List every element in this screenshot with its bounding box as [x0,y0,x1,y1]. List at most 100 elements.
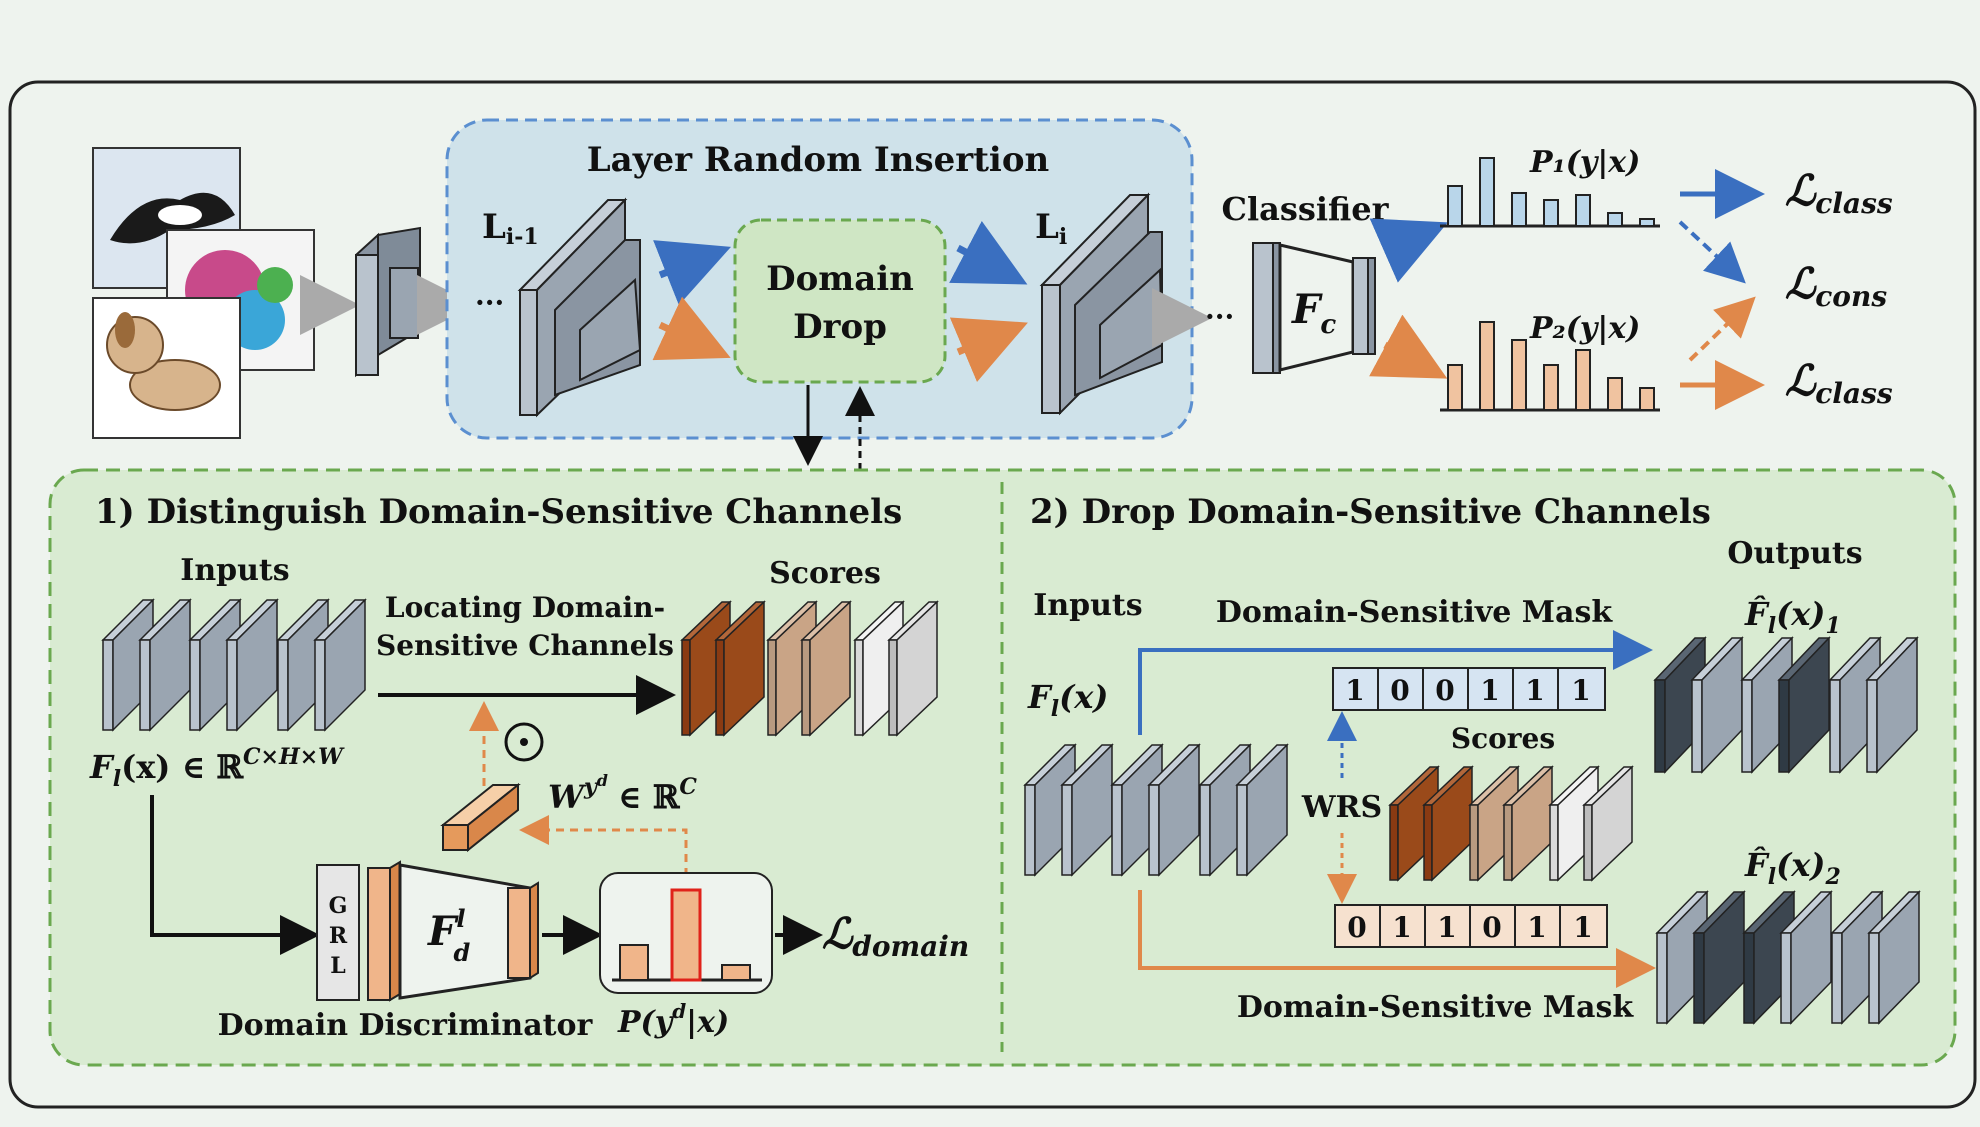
right-feature-label: Fl(x) [1027,678,1108,722]
loss-class-top: ℒclass [1785,166,1893,220]
out-channel [1831,932,1843,1024]
out-channel [1656,932,1668,1024]
p1-bar [1639,218,1655,227]
out-channel [1788,636,1830,774]
p1-histogram [1440,157,1660,228]
left-feature-label: Fl(x) ∈ ℝC×H×W [89,744,345,792]
mask-bottom [1334,904,1608,948]
out-channel [1741,679,1753,773]
weight-label: Wyd∈ ℝC [548,771,697,816]
score-channel [1549,804,1559,881]
right-input-channels [1023,743,1289,877]
loss-class-bottom: ℒclass [1785,356,1893,410]
out-channel [1876,636,1918,774]
mask-top-cell: 0 [1435,674,1454,707]
right-outputs-label: Outputs [1727,536,1862,571]
p1-bar [1543,199,1559,227]
score-channel [1583,804,1593,881]
mask-top-label: Domain-Sensitive Mask [1216,595,1613,630]
channel [189,639,201,731]
right-inputs-label: Inputs [1033,588,1142,623]
prob-label: P(yd|x) [617,999,729,1040]
channel [314,639,326,731]
channel [102,639,114,731]
right-score-channels [1388,765,1634,882]
left-input-channels [101,598,367,732]
p2-bar [1607,377,1623,411]
score-channel [1503,804,1513,881]
mask-top-cell: 1 [1525,674,1544,707]
mask-bottom-cell: 1 [1437,911,1456,944]
channel [1111,784,1123,876]
channel [324,598,366,732]
score-channel [801,639,811,736]
grl-letter-g: G [329,893,348,919]
out-channel [1693,932,1705,1024]
arrow-orange-into-drop [652,296,731,361]
domain-drop-box [733,218,947,384]
fc-label: Fc [1291,286,1336,340]
arrow-p2-to-cons [1688,296,1756,362]
score-channel [1591,765,1633,882]
locating-label-2: Sensitive Channels [376,629,674,662]
mask-bottom-cell: 0 [1347,911,1366,944]
channel [1158,743,1200,877]
arrow-input-to-out2 [1138,890,1656,988]
out-channel [1778,679,1790,773]
dog-photo-white [158,205,202,225]
layer-prev-block [517,197,642,418]
mask-bottom-label: Domain-Sensitive Mask [1237,990,1634,1025]
mask-top-cell: 1 [1571,674,1590,707]
left-score-channels [680,600,939,737]
loss-cons: ℒcons [1785,259,1887,313]
left-panel-title: 1) Distinguish Domain-Sensitive Channels [95,492,902,532]
arrow-blue-out-drop [949,220,1028,285]
score-channel [896,600,938,737]
locating-label-1: Locating Domain- [385,591,665,624]
mask-top-cell: 1 [1480,674,1499,707]
score-channel [681,639,691,736]
score-channel [854,639,864,736]
p1-bar [1511,192,1527,227]
out-channel [1868,932,1880,1024]
p1-bar [1607,212,1623,227]
prob-bar [721,964,751,981]
layer-cur-label: Li [1035,207,1067,250]
p1-bar [1447,185,1463,227]
domain-discriminator [367,860,539,1002]
wrs-label: WRS [1301,790,1382,825]
discriminator-label: Domain Discriminator [218,1008,594,1043]
grl-letter-l: L [330,953,345,979]
output-2-label: F̂l(x)2 [1744,846,1841,890]
channel [1061,784,1073,876]
arrow-input-to-out1 [1138,630,1653,735]
mask-bottom-cell: 1 [1527,911,1546,944]
score-channel [888,639,898,736]
output-1-channels [1653,636,1919,774]
score-channel [1389,804,1399,881]
layer-prev-label: Li-1 [482,207,539,250]
p2-bar [1543,364,1559,411]
right-panel-title: 2) Drop Domain-Sensitive Channels [1030,492,1711,532]
lri-title: Layer Random Insertion [587,140,1049,180]
grl-box [316,864,360,1001]
score-channel [809,600,851,737]
p2-histogram [1440,321,1660,412]
loss-domain: ℒdomain [822,909,969,963]
score-channel [1469,804,1479,881]
prob-bar-max [670,888,702,982]
arrow-fc-to-p1 [1369,218,1448,283]
ellipsis-right: ··· [1205,300,1234,333]
p1-bar [1479,157,1495,227]
left-scores-label: Scores [769,556,881,591]
prob-bar [619,944,649,981]
channel [277,639,289,731]
art-dog-blob-4 [257,267,293,303]
arrow-p1-to-cons [1678,220,1746,284]
left-inputs-label: Inputs [180,553,289,588]
mask-bottom-cell: 1 [1392,911,1411,944]
mask-top-cell: 0 [1390,674,1409,707]
input-images [92,147,315,439]
out-channel [1780,932,1792,1024]
p2-bar [1511,339,1527,411]
